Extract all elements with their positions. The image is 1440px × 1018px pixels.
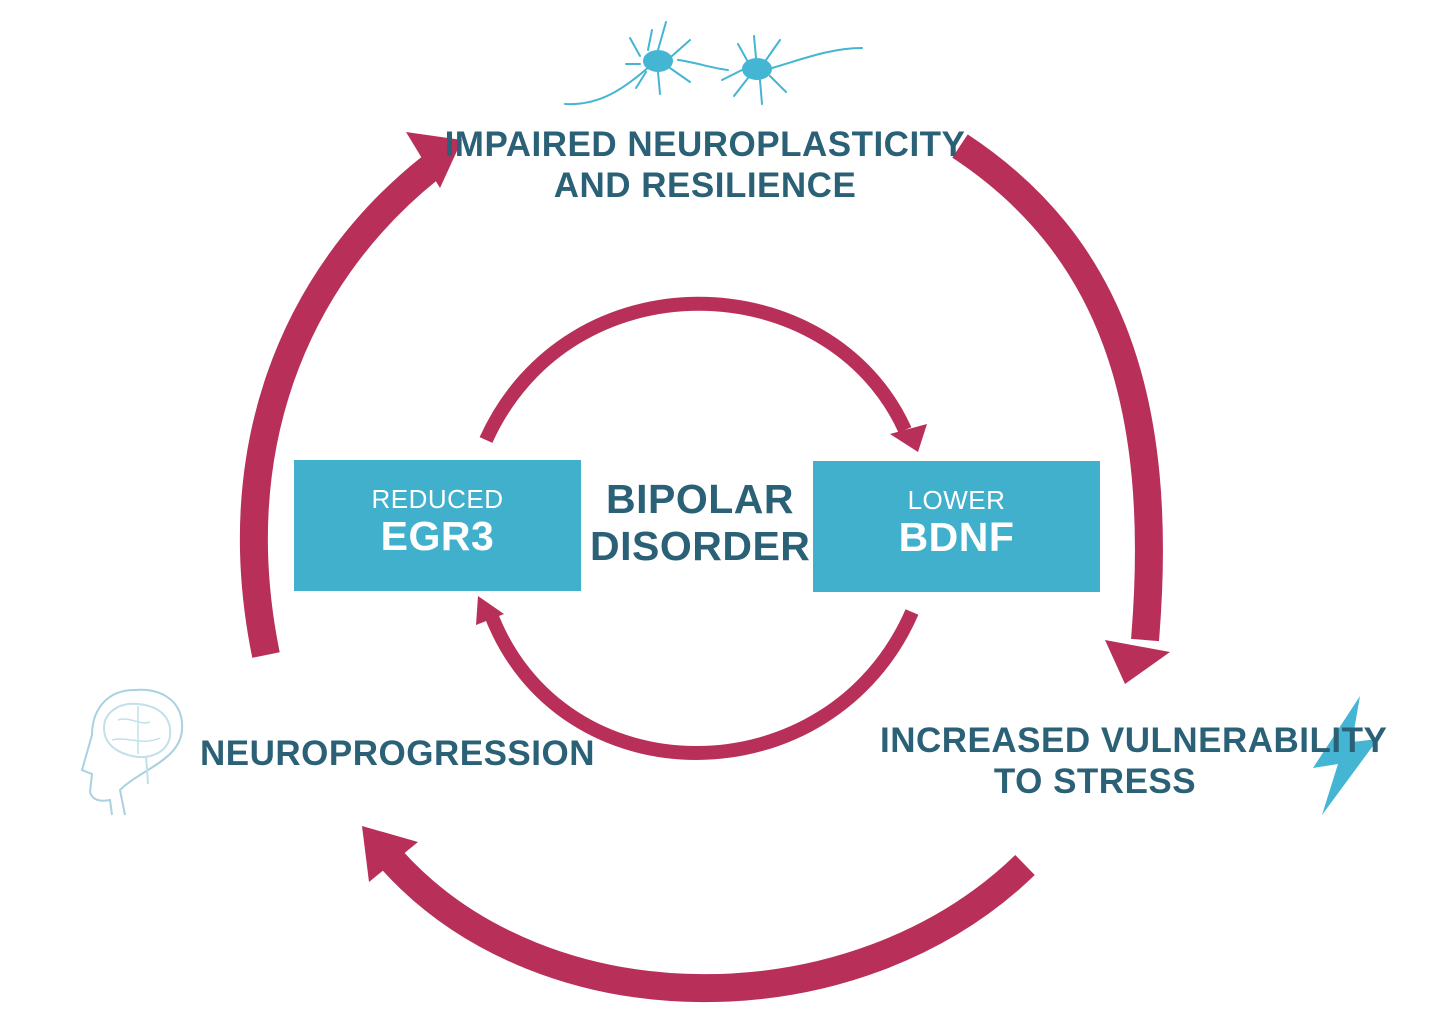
inner-arrows xyxy=(479,296,919,760)
right-label-line1: INCREASED VULNERABILITY xyxy=(880,721,1388,760)
inner-arrowhead-left xyxy=(476,596,504,625)
box-right-big-text: BDNF xyxy=(898,514,1015,560)
box-right-small-text: LOWER xyxy=(907,485,1006,515)
box-left-big-text: EGR3 xyxy=(380,513,495,559)
arrow-left-to-top xyxy=(239,157,439,658)
arrowhead-right xyxy=(1105,640,1170,684)
brain-head-icon xyxy=(80,688,184,816)
lightning-bolt-icon xyxy=(1313,696,1378,815)
arrow-top-to-right xyxy=(952,134,1163,642)
inner-arrowhead-right xyxy=(890,424,927,452)
right-label-line2: TO STRESS xyxy=(993,762,1197,802)
neuron-bodies xyxy=(643,50,772,80)
inner-arrow-bottom xyxy=(483,609,919,760)
impaired-neuroplasticity-label: IMPAIRED NEUROPLASTICITY AND RESILIENCE xyxy=(420,124,990,207)
center-label-line1: BIPOLAR xyxy=(606,476,794,522)
neuroprogression-label: NEUROPROGRESSION xyxy=(200,734,595,773)
top-label-line2: AND RESILIENCE xyxy=(553,166,857,206)
top-label-line1: IMPAIRED NEUROPLASTICITY xyxy=(444,125,966,164)
outer-arrows xyxy=(239,134,1163,1003)
inner-arrow-top xyxy=(479,296,912,443)
reduced-egr3-box: REDUCED EGR3 xyxy=(294,460,581,591)
outer-arrowheads xyxy=(362,132,1170,882)
lower-bdnf-box: LOWER BDNF xyxy=(813,461,1100,592)
center-label-line2: DISORDER xyxy=(590,523,811,570)
arrowhead-left xyxy=(362,826,418,882)
neuron-icon xyxy=(564,21,863,106)
bipolar-disorder-label: BIPOLAR DISORDER xyxy=(590,476,810,570)
arrow-right-to-left xyxy=(381,850,1035,1003)
box-left-small-text: REDUCED xyxy=(371,484,504,514)
increased-vulnerability-label: INCREASED VULNERABILITY TO STRESS xyxy=(880,720,1388,803)
arrowhead-top xyxy=(406,132,462,188)
inner-arrowheads xyxy=(476,424,927,625)
